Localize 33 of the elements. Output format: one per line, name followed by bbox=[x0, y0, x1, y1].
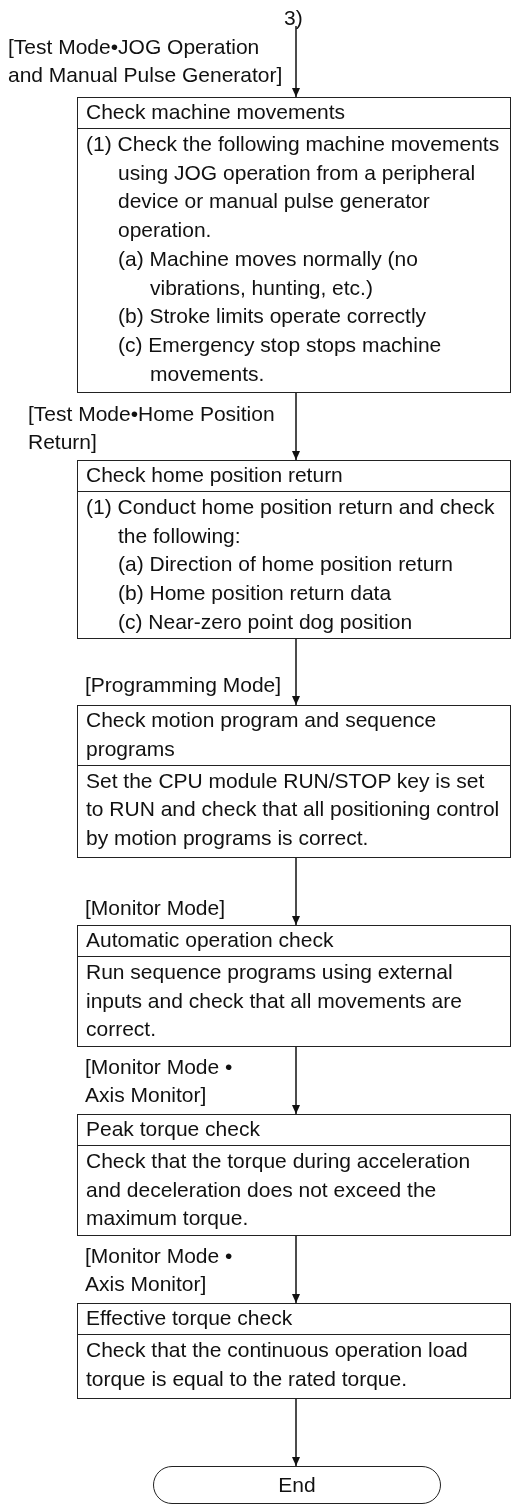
step-heading: Check motion program and sequence programs bbox=[85, 707, 438, 762]
continuation-marker: 3) bbox=[284, 6, 303, 29]
process-box bbox=[77, 705, 511, 858]
step-description: (b) Home position return data bbox=[117, 580, 393, 607]
step-description: (b) Stroke limits operate correctly bbox=[117, 303, 428, 330]
step-heading: Check machine movements bbox=[78, 98, 510, 129]
process-box bbox=[77, 97, 511, 393]
step-description: (a) Machine moves normally (no vibrations, hunting, etc.) bbox=[117, 245, 419, 301]
arrow bbox=[292, 392, 300, 461]
step-heading: Effective torque check bbox=[78, 1304, 510, 1335]
step-heading: Peak torque check bbox=[78, 1115, 510, 1146]
step-description: (a) Direction of home position return bbox=[117, 551, 454, 578]
step-description: (1) Conduct home position return and check the following: bbox=[85, 494, 496, 549]
process-box bbox=[77, 1303, 511, 1399]
step-description: (1) Check the following machine movements using JOG operation from a peripheral device or manual pulse generator operation. bbox=[85, 131, 501, 244]
process-box bbox=[77, 925, 511, 1047]
step-heading: Check home position return bbox=[78, 461, 510, 492]
process-box bbox=[77, 460, 511, 639]
arrow bbox=[292, 638, 300, 706]
step-description: Check that the torque during acceleration and deceleration does not exceed the maximum torque. bbox=[85, 1148, 472, 1232]
arrow bbox=[292, 25, 300, 98]
process-box bbox=[77, 1114, 511, 1236]
step-description: (c) Emergency stop stops machine movements. bbox=[117, 331, 443, 387]
step-description: Set the CPU module RUN/STOP key is set to RUN and check that all positioning control by motion programs is correct. bbox=[85, 767, 501, 851]
step-heading: Automatic operation check bbox=[78, 926, 510, 957]
step-description: (c) Near-zero point dog position bbox=[117, 608, 414, 635]
end-label: End bbox=[278, 1473, 316, 1497]
step-description: Check that the continuous operation load torque is equal to the rated torque. bbox=[85, 1337, 469, 1392]
arrow bbox=[292, 1046, 300, 1115]
step-description: Run sequence programs using external inputs and check that all movements are correct. bbox=[85, 959, 463, 1043]
arrow bbox=[292, 857, 300, 926]
arrow bbox=[292, 1235, 300, 1304]
arrow bbox=[292, 1398, 300, 1467]
